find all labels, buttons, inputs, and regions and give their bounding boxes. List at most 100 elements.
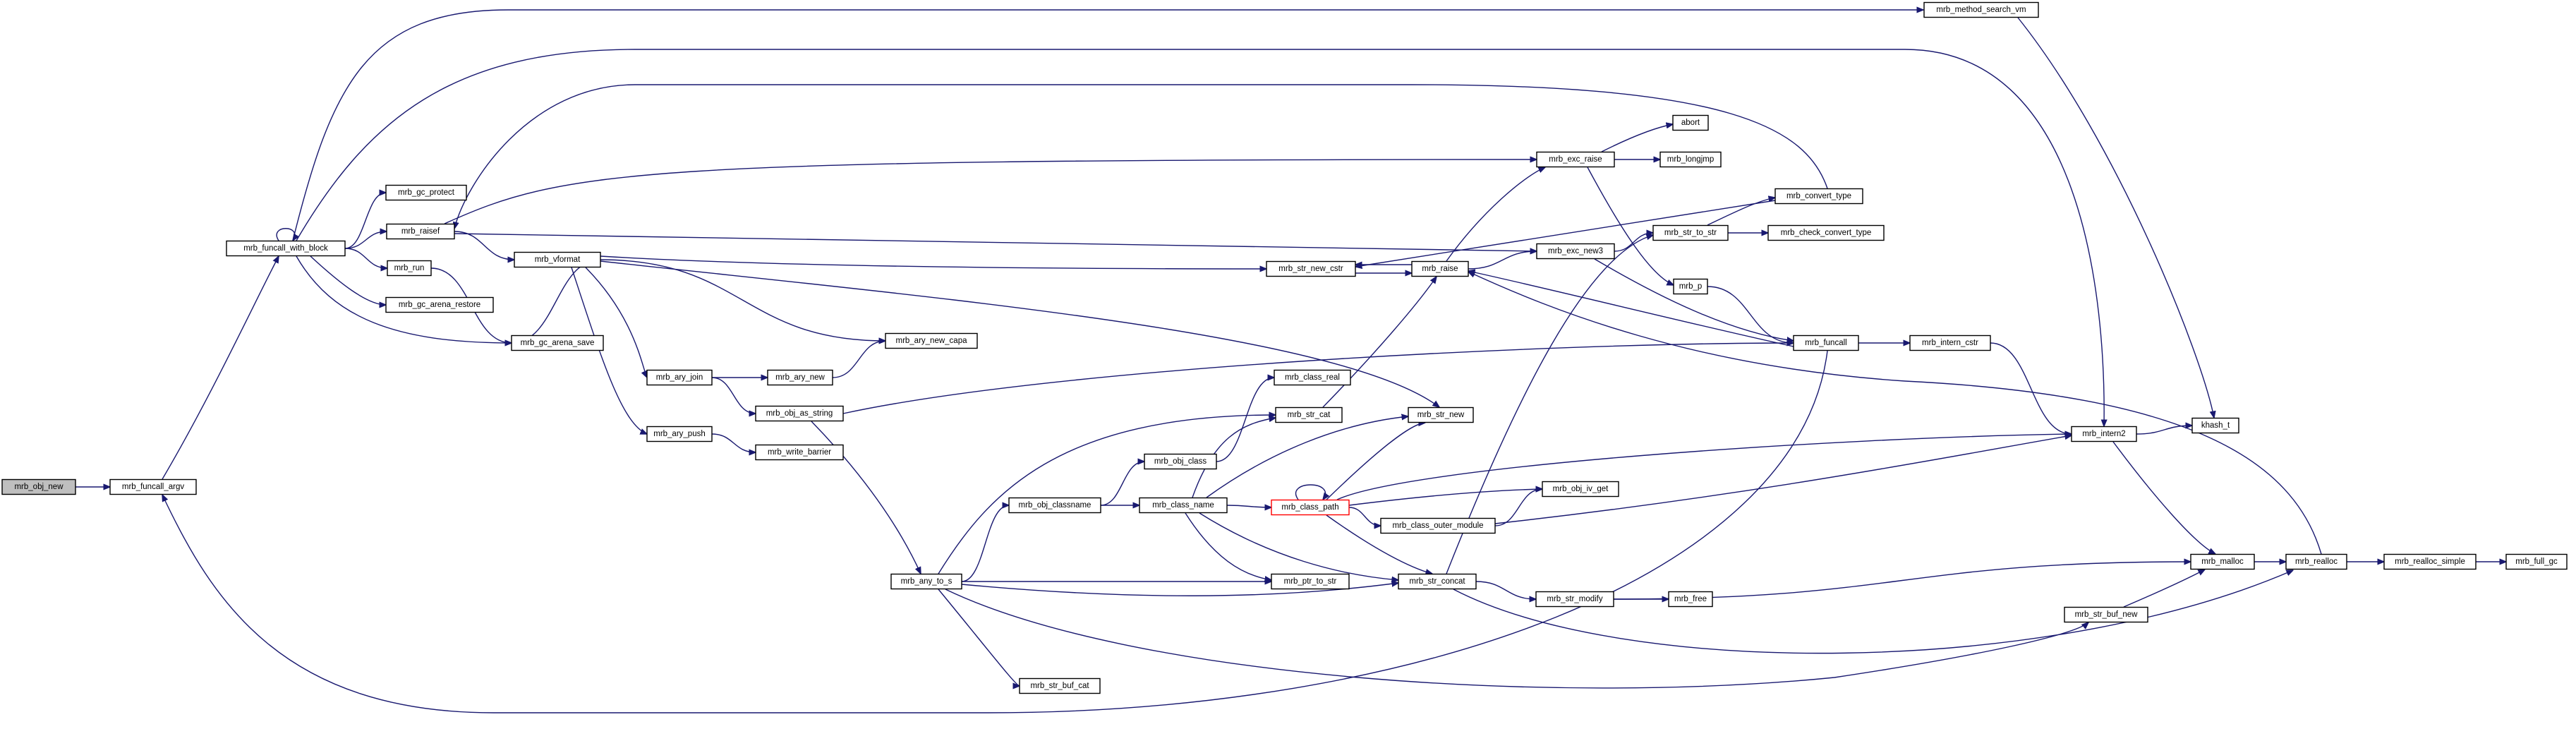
- node-label: mrb_obj_class: [1154, 457, 1207, 466]
- node-box: [1019, 677, 1101, 694]
- node-mrb_free[interactable]: mrb_free: [1668, 591, 1713, 608]
- node-mrb_class_path[interactable]: mrb_class_path: [1271, 499, 1350, 516]
- edge-mrb_class_path-to-mrb_class_path: [1295, 484, 1326, 500]
- node-mrb_full_gc[interactable]: mrb_full_gc: [2505, 553, 2568, 570]
- node-mrb_write_barrier[interactable]: mrb_write_barrier: [755, 444, 844, 461]
- node-box: [755, 444, 844, 461]
- edge-mrb_raisef-to-mrb_vformat: [454, 231, 514, 260]
- edge-mrb_exc_raise-to-mrb_p: [1587, 167, 1674, 285]
- node-mrb_any_to_s[interactable]: mrb_any_to_s: [890, 573, 962, 590]
- edge-mrb_exc_new3-to-mrb_str_to_str: [1614, 233, 1653, 252]
- node-box: [1652, 224, 1729, 241]
- node-mrb_run[interactable]: mrb_run: [387, 260, 432, 277]
- edge-mrb_str_buf_new-to-mrb_malloc: [2123, 570, 2205, 608]
- node-khash_t[interactable]: khash_t: [2191, 417, 2239, 434]
- edge-mrb_funcall-to-mrb_funcall_argv: [162, 350, 1828, 713]
- node-mrb_str_new_cstr[interactable]: mrb_str_new_cstr: [1266, 260, 1356, 277]
- node-mrb_class_real[interactable]: mrb_class_real: [1274, 369, 1351, 386]
- node-label: mrb_any_to_s: [901, 577, 953, 586]
- edge-mrb_ary_join-to-mrb_obj_as_string: [711, 377, 756, 414]
- edge-mrb_intern2-to-khash_t: [2136, 426, 2192, 435]
- node-mrb_realloc_simple[interactable]: mrb_realloc_simple: [2383, 553, 2477, 570]
- node-mrb_p[interactable]: mrb_p: [1673, 278, 1708, 295]
- node-mrb_str_buf_new[interactable]: mrb_str_buf_new: [2064, 606, 2148, 623]
- node-mrb_funcall_with_block[interactable]: mrb_funcall_with_block: [226, 240, 346, 257]
- node-mrb_vformat[interactable]: mrb_vformat: [514, 251, 601, 268]
- node-label: mrb_ptr_to_str: [1284, 577, 1337, 586]
- node-label: mrb_run: [394, 264, 425, 272]
- edge-mrb_class_path-to-mrb_intern2: [1336, 434, 2072, 500]
- node-mrb_class_outer_module[interactable]: mrb_class_outer_module: [1380, 517, 1496, 534]
- edge-mrb_funcall_with_block-to-mrb_method_search_vm: [292, 10, 1923, 241]
- edge-mrb_class_name-to-mrb_ptr_to_str: [1185, 512, 1271, 580]
- node-label: mrb_gc_arena_save: [521, 339, 595, 347]
- node-mrb_str_concat[interactable]: mrb_str_concat: [1398, 573, 1477, 590]
- node-mrb_ary_push[interactable]: mrb_ary_push: [646, 426, 713, 442]
- node-mrb_obj_new[interactable]: mrb_obj_new: [1, 478, 76, 495]
- node-box: [1274, 369, 1351, 386]
- node-mrb_malloc[interactable]: mrb_malloc: [2190, 553, 2255, 570]
- node-label: mrb_free: [1674, 595, 1707, 603]
- node-mrb_class_name[interactable]: mrb_class_name: [1139, 497, 1228, 514]
- edge-mrb_funcall-to-mrb_raise: [1468, 271, 1794, 347]
- node-box: [1774, 188, 1863, 205]
- node-box: [885, 332, 978, 349]
- node-label: mrb_str_concat: [1409, 577, 1465, 586]
- node-box: [387, 260, 432, 277]
- node-mrb_ary_join[interactable]: mrb_ary_join: [646, 369, 713, 386]
- node-mrb_realloc[interactable]: mrb_realloc: [2285, 553, 2347, 570]
- node-mrb_ary_new_capa[interactable]: mrb_ary_new_capa: [885, 332, 978, 349]
- node-mrb_str_cat[interactable]: mrb_str_cat: [1275, 406, 1343, 423]
- node-label: mrb_str_modify: [1547, 595, 1602, 603]
- edge-mrb_funcall_with_block-to-mrb_gc_arena_restore: [310, 255, 386, 305]
- node-mrb_intern2[interactable]: mrb_intern2: [2071, 426, 2137, 442]
- edge-mrb_class_path-to-mrb_str_new: [1326, 423, 1425, 500]
- node-mrb_method_search_vm[interactable]: mrb_method_search_vm: [1923, 1, 2039, 18]
- edge-mrb_raise-to-mrb_exc_raise: [1446, 167, 1545, 262]
- node-label: mrb_malloc: [2201, 558, 2244, 566]
- node-label: mrb_check_convert_type: [1781, 229, 1871, 237]
- node-mrb_str_modify[interactable]: mrb_str_modify: [1535, 591, 1614, 608]
- node-mrb_gc_arena_restore[interactable]: mrb_gc_arena_restore: [385, 296, 494, 313]
- node-box: [1266, 260, 1356, 277]
- node-mrb_str_to_str[interactable]: mrb_str_to_str: [1652, 224, 1729, 241]
- node-mrb_funcall_argv[interactable]: mrb_funcall_argv: [109, 478, 197, 495]
- node-box: [2064, 606, 2148, 623]
- edge-mrb_class_path-to-mrb_obj_iv_get: [1348, 489, 1542, 506]
- node-mrb_str_buf_cat[interactable]: mrb_str_buf_cat: [1019, 677, 1101, 694]
- node-mrb_longjmp[interactable]: mrb_longjmp: [1659, 151, 1722, 168]
- node-mrb_obj_class[interactable]: mrb_obj_class: [1144, 453, 1217, 470]
- node-mrb_exc_new3[interactable]: mrb_exc_new3: [1536, 243, 1615, 260]
- node-mrb_raise[interactable]: mrb_raise: [1411, 260, 1469, 277]
- edge-mrb_vformat-to-mrb_str_new: [600, 260, 1439, 407]
- node-mrb_intern_cstr[interactable]: mrb_intern_cstr: [1909, 335, 1991, 351]
- node-mrb_obj_as_string[interactable]: mrb_obj_as_string: [755, 405, 844, 422]
- node-label: abort: [1681, 119, 1700, 127]
- node-mrb_check_convert_type[interactable]: mrb_check_convert_type: [1767, 224, 1885, 241]
- node-mrb_obj_classname[interactable]: mrb_obj_classname: [1008, 497, 1101, 514]
- edges-layer: [75, 10, 2506, 713]
- node-mrb_str_new[interactable]: mrb_str_new: [1408, 406, 1474, 423]
- node-mrb_obj_iv_get[interactable]: mrb_obj_iv_get: [1542, 481, 1619, 498]
- node-mrb_ptr_to_str[interactable]: mrb_ptr_to_str: [1271, 573, 1350, 590]
- edge-mrb_method_search_vm-to-khash_t: [2017, 17, 2214, 418]
- edge-mrb_funcall_with_block-to-mrb_gc_arena_save: [296, 255, 512, 343]
- edge-mrb_class_name-to-mrb_class_path: [1226, 505, 1271, 507]
- node-box: [767, 369, 833, 386]
- node-mrb_ary_new[interactable]: mrb_ary_new: [767, 369, 833, 386]
- node-mrb_raisef[interactable]: mrb_raisef: [386, 223, 455, 240]
- node-label: mrb_raise: [1422, 265, 1458, 273]
- node-label: khash_t: [2201, 421, 2230, 430]
- node-abort[interactable]: abort: [1672, 114, 1709, 131]
- node-mrb_funcall[interactable]: mrb_funcall: [1793, 335, 1859, 351]
- node-mrb_exc_raise[interactable]: mrb_exc_raise: [1536, 151, 1615, 168]
- node-label: mrb_ary_new: [775, 373, 825, 382]
- node-mrb_gc_arena_save[interactable]: mrb_gc_arena_save: [511, 335, 604, 351]
- node-mrb_gc_protect[interactable]: mrb_gc_protect: [385, 184, 467, 201]
- edge-mrb_raise-to-mrb_exc_new3: [1468, 251, 1537, 270]
- node-box: [2505, 553, 2568, 570]
- node-mrb_convert_type[interactable]: mrb_convert_type: [1774, 188, 1863, 205]
- node-label: mrb_funcall_argv: [122, 483, 184, 491]
- node-label: mrb_realloc: [2295, 558, 2338, 566]
- node-box: [1408, 406, 1474, 423]
